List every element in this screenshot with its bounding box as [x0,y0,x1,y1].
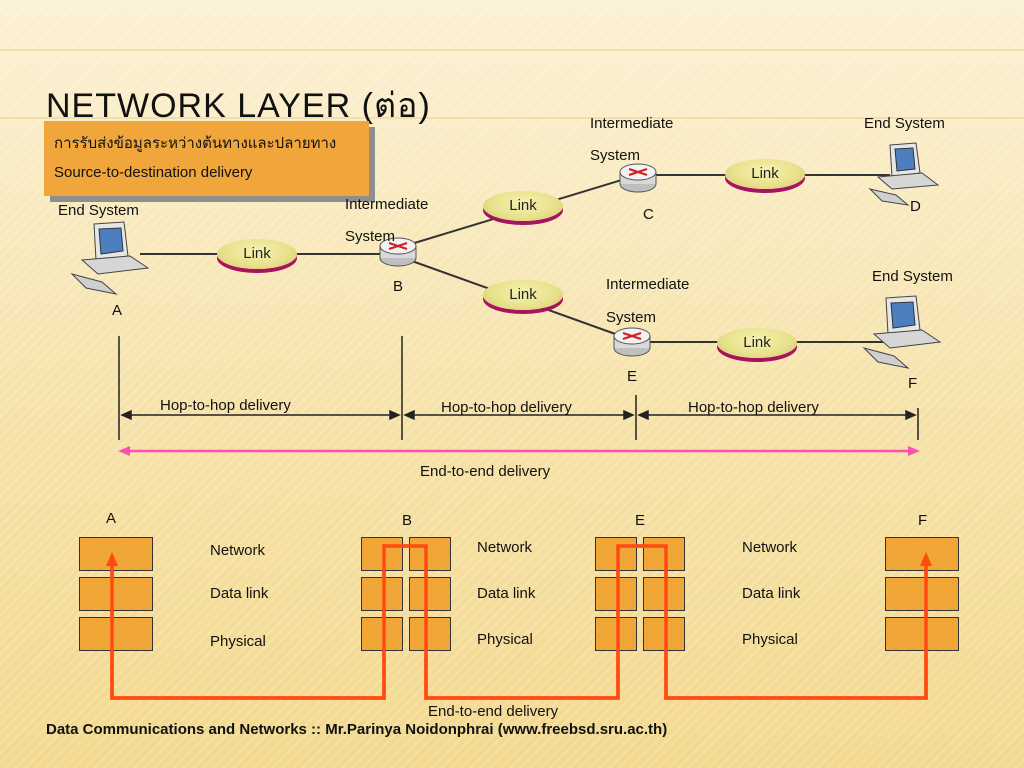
layer-label-physical-3: Physical [742,631,798,648]
node-d: D [910,198,921,215]
router-icon [613,327,651,357]
stack-node-a: A [106,510,117,527]
page-title: NETWORK LAYER (ต่อ) [46,87,431,125]
layer-box-b-physical-in [361,617,403,651]
layer-box-f-datalink [885,577,959,611]
computer-icon [70,221,150,295]
node-e: E [627,368,638,385]
router-icon [619,163,657,193]
layer-box-e-network-out [643,537,685,571]
end-to-end-label-top: End-to-end delivery [420,463,551,480]
end-system-label-f: End System [872,268,953,285]
hop-label-2: Hop-to-hop delivery [441,399,572,416]
node-b: B [393,278,404,295]
link-c-d: Link [725,159,805,189]
link-e-f: Link [717,328,797,358]
node-f: F [908,375,918,392]
system-label-e: System [606,309,657,326]
system-label-c: System [590,147,641,164]
subtitle-box: การรับส่งข้อมูลระหว่างต้นทางและปลายทาง S… [44,121,369,196]
layer-box-e-datalink-out [643,577,685,611]
layer-box-b-datalink-in [361,577,403,611]
layer-box-a-network [79,537,153,571]
stack-node-e: E [635,512,646,529]
stack-node-f: F [918,512,928,529]
layer-label-datalink-3: Data link [742,585,801,602]
node-c: C [643,206,654,223]
layer-box-f-physical [885,617,959,651]
layer-box-b-network-in [361,537,403,571]
intermediate-label-e: Intermediate [606,276,690,293]
layer-label-network-1: Network [210,542,266,559]
node-a: A [112,302,123,319]
subtitle-english: Source-to-destination delivery [54,164,253,181]
layer-box-b-datalink-out [409,577,451,611]
layer-box-e-physical-in [595,617,637,651]
link-b-e: Link [483,280,563,310]
layer-label-physical-2: Physical [477,631,533,648]
subtitle-thai: การรับส่งข้อมูลระหว่างต้นทางและปลายทาง [54,135,337,152]
layer-box-b-network-out [409,537,451,571]
computer-icon [868,142,940,206]
layer-label-physical-1: Physical [210,633,266,650]
hop-label-3: Hop-to-hop delivery [688,399,819,416]
link-a-b: Link [217,239,297,269]
layer-label-datalink-2: Data link [477,585,536,602]
link-b-c: Link [483,191,563,221]
system-label-b: System [345,228,396,245]
end-to-end-label-bottom: End-to-end delivery [428,703,559,720]
hop-arrows [120,409,917,421]
layer-box-e-datalink-in [595,577,637,611]
layer-path [110,544,928,700]
end-to-end-arrow [118,446,920,456]
layer-box-a-physical [79,617,153,651]
layer-label-datalink-1: Data link [210,585,269,602]
layer-box-a-datalink [79,577,153,611]
intermediate-label-b: Intermediate [345,196,429,213]
layer-box-f-network [885,537,959,571]
end-system-label-d: End System [864,115,945,132]
layer-box-e-network-in [595,537,637,571]
router-icon [379,237,417,267]
layer-box-b-physical-out [409,617,451,651]
intermediate-label-c: Intermediate [590,115,674,132]
hop-label-1: Hop-to-hop delivery [160,397,291,414]
layer-label-network-3: Network [742,539,798,556]
stack-node-b: B [402,512,413,529]
end-system-label-a: End System [58,202,139,219]
computer-icon [862,295,942,369]
layer-label-network-2: Network [477,539,533,556]
layer-box-e-physical-out [643,617,685,651]
footer-credit: Data Communications and Networks :: Mr.P… [46,721,668,738]
